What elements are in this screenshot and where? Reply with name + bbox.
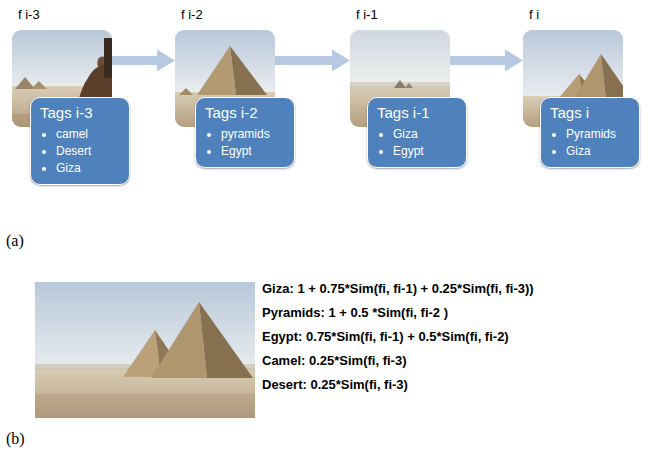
frame-label: f i-3 — [12, 6, 112, 24]
tag-item: Desert — [56, 143, 122, 160]
flow-arrow — [275, 56, 338, 65]
part-label: (b) — [6, 430, 25, 448]
tag-item: pyramids — [221, 126, 287, 143]
flow-arrow — [450, 56, 511, 65]
photo-large — [35, 282, 255, 418]
tag-item: camel — [56, 126, 122, 143]
pyramid — [15, 77, 35, 89]
person — [104, 38, 112, 78]
formula-text: Giza: 1 + 0.75*Sim(fi, fi-1) + 0.25*Sim(… — [262, 281, 534, 296]
frame-label: f i — [523, 6, 623, 24]
tag-box: Tags i-1GizaEgypt — [367, 97, 467, 168]
pyramid-lit — [573, 54, 606, 100]
frame-label: f i-2 — [175, 6, 275, 24]
pyramid-shade — [230, 46, 267, 95]
flow-arrow — [112, 56, 163, 65]
tag-box: Tags i PyramidsGiza — [540, 97, 640, 168]
tag-item: Giza — [56, 160, 122, 177]
pyramid-lit — [151, 302, 207, 378]
sky — [175, 30, 275, 96]
tags-heading: Tags i — [550, 103, 632, 123]
tag-item: Giza — [566, 143, 632, 160]
tags-heading: Tags i-1 — [377, 103, 459, 123]
tag-item: Egypt — [221, 143, 287, 160]
video-frame: f i-2Tags i-2pyramidsEgypt — [175, 6, 275, 127]
tag-list: pyramidsEgypt — [205, 126, 287, 160]
video-frame: f i-3Tags i-3camelDesertGiza — [12, 6, 112, 127]
tag-list: camelDesertGiza — [40, 126, 122, 177]
sky — [35, 282, 255, 377]
part-label: (a) — [6, 232, 24, 250]
pyramid — [31, 81, 47, 89]
formula-text: Pyramids: 1 + 0.5 *Sim(fi, fi-2 ) — [262, 305, 448, 320]
tags-heading: Tags i-2 — [205, 103, 287, 123]
tag-item: Pyramids — [566, 126, 632, 143]
tag-list: PyramidsGiza — [550, 126, 632, 160]
pyramid — [179, 88, 193, 95]
video-frame: f iTags iPyramidsGiza — [523, 6, 623, 127]
pyramid-shade — [199, 302, 253, 378]
formula-text: Desert: 0.25*Sim(fi, fi-3) — [262, 377, 408, 392]
video-frame: f i-1Tags i-1GizaEgypt — [350, 6, 450, 127]
frame-label: f i-1 — [350, 6, 450, 24]
tag-box: Tags i-2 pyramidsEgypt — [195, 97, 295, 168]
pyramid-lit — [123, 330, 161, 377]
sky — [350, 30, 450, 90]
tag-box: Tags i-3 camelDesertGiza — [30, 97, 130, 185]
formula-text: Egypt: 0.75*Sim(fi, fi-1) + 0.5*Sim(fi, … — [262, 329, 509, 344]
tag-list: GizaEgypt — [377, 126, 459, 160]
tag-item: Giza — [393, 126, 459, 143]
tags-heading: Tags i-3 — [40, 103, 122, 123]
pyramid — [405, 83, 413, 88]
formula-text: Camel: 0.25*Sim(fi, fi-3) — [262, 353, 407, 368]
pyramid-shade — [601, 54, 623, 100]
pyramid-lit — [197, 46, 236, 95]
tag-item: Egypt — [393, 143, 459, 160]
pyramid — [394, 80, 406, 88]
sand-shadow — [35, 394, 255, 418]
